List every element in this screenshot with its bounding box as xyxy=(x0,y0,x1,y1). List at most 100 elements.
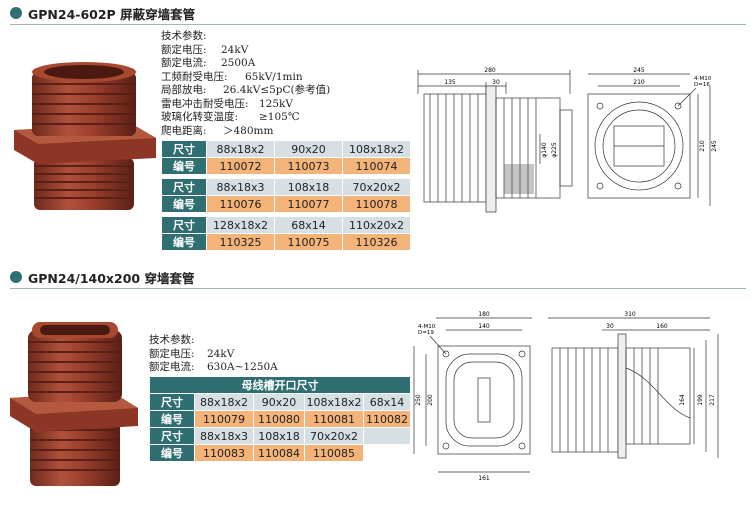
dim-label: 160 xyxy=(656,323,668,330)
section2-header: GPN24/140x200 穿墙套管 xyxy=(10,268,194,286)
section1-specs: 技术参数: 额定电压: 24kV 额定电流: 2500A 工频耐受电压: 65kV/1… xyxy=(161,30,330,138)
dim-label: 280 xyxy=(484,67,496,74)
spec-label: 玻璃化转变温度: xyxy=(161,111,239,123)
code-cell: 110084 xyxy=(253,444,305,462)
section1-title: GPN24-602P 屏蔽穿墙套管 xyxy=(28,6,196,22)
size-label: 尺寸 xyxy=(161,178,207,196)
size-cell: 70x20x2 xyxy=(342,178,411,196)
specs-title: 技术参数: xyxy=(149,334,195,346)
bullet-icon xyxy=(10,271,22,283)
size-cell: 68x14 xyxy=(274,216,343,234)
dim-label: 140 xyxy=(478,323,490,330)
code-cell: 110078 xyxy=(342,195,411,213)
code-cell: 110076 xyxy=(206,195,275,213)
size-cell: 108x18x2 xyxy=(342,140,411,158)
dim-label: φ225 xyxy=(551,142,558,158)
spec-label: 额定电压: xyxy=(161,43,207,56)
spec-label: 额定电流: xyxy=(161,57,207,69)
bullet-icon xyxy=(10,7,22,19)
code-label: 编号 xyxy=(149,444,195,462)
code-cell: 110075 xyxy=(274,233,343,251)
code-cell: 110080 xyxy=(253,410,305,428)
size-cell: 108x18x2 xyxy=(304,393,364,411)
spec-label: 额定电压: xyxy=(149,347,195,360)
size-cell: 88x18x2 xyxy=(206,140,275,158)
code-cell: 110083 xyxy=(194,444,254,462)
size-cell: 90x20 xyxy=(253,393,305,411)
product-image-gpn24-140x200 xyxy=(10,322,138,486)
code-cell: 110085 xyxy=(304,444,364,462)
size-cell xyxy=(363,427,411,445)
dim-label: 30 xyxy=(606,323,614,330)
spec-value: 630A~1250A xyxy=(207,361,278,373)
spec-label: 工频耐受电压: xyxy=(161,70,228,83)
divider xyxy=(10,24,746,25)
code-cell: 110073 xyxy=(274,157,343,175)
spec-label: 局部放电: xyxy=(161,84,207,96)
section1-code-table: 尺寸 88x18x2 90x20 108x18x2 编号 110072 1100… xyxy=(161,140,411,251)
specs-title: 技术参数: xyxy=(161,30,207,42)
size-cell: 90x20 xyxy=(274,140,343,158)
technical-drawing-front-1: 245 210 4-M10 D=16 210 245 xyxy=(587,67,718,206)
dim-label: 4-M10 xyxy=(694,76,712,82)
code-cell: 110082 xyxy=(363,410,411,428)
size-cell: 108x18 xyxy=(274,178,343,196)
dim-label: 245 xyxy=(711,140,718,152)
code-cell xyxy=(363,444,411,462)
size-cell: 68x14 xyxy=(363,393,411,411)
technical-drawing-side-2: 310 30 160 164 199 217 xyxy=(548,311,719,459)
spec-label: 额定电流: xyxy=(149,361,195,373)
code-cell: 110326 xyxy=(342,233,411,251)
size-cell: 70x20x2 xyxy=(304,427,364,445)
divider xyxy=(10,288,746,289)
dim-label: 210 xyxy=(633,79,645,86)
spec-label: 雷电冲击耐受电压: xyxy=(161,97,249,110)
dim-label: 180 xyxy=(478,311,490,318)
code-cell: 110074 xyxy=(342,157,411,175)
size-cell: 88x18x3 xyxy=(206,178,275,196)
dim-label: 250 xyxy=(415,394,422,406)
spec-value: 125kV xyxy=(259,97,293,110)
section2-specs: 技术参数: 额定电压: 24kV 额定电流: 630A~1250A xyxy=(149,334,278,375)
spec-value: 24kV xyxy=(207,347,235,360)
code-label: 编号 xyxy=(161,233,207,251)
dim-label: 30 xyxy=(492,79,500,86)
dim-label: 164 xyxy=(679,394,686,406)
technical-drawing-side-1: 280 135 30 φ140 φ225 xyxy=(417,67,573,213)
size-label: 尺寸 xyxy=(161,216,207,234)
spec-value: ＞480mm xyxy=(223,124,274,137)
technical-drawing-front-2: 180 140 4-M10 D=19 250 200 161 xyxy=(413,311,532,482)
code-label: 编号 xyxy=(161,195,207,213)
spec-value: ≥105℃ xyxy=(259,111,300,123)
section2-title: GPN24/140x200 穿墙套管 xyxy=(28,270,195,286)
dim-label: 200 xyxy=(427,394,434,406)
size-label: 尺寸 xyxy=(149,393,195,411)
dim-label: 4-M10 xyxy=(418,324,436,330)
table-header: 母线槽开口尺寸 xyxy=(149,376,411,394)
dim-label: 210 xyxy=(699,140,706,152)
section1-header: GPN24-602P 屏蔽穿墙套管 xyxy=(10,4,195,22)
code-label: 编号 xyxy=(149,410,195,428)
dim-label: 161 xyxy=(478,475,490,482)
code-cell: 110081 xyxy=(304,410,364,428)
code-cell: 110077 xyxy=(274,195,343,213)
dim-label: D=16 xyxy=(694,82,710,88)
dim-label: 199 xyxy=(697,394,704,406)
code-cell: 110325 xyxy=(206,233,275,251)
size-cell: 110x20x2 xyxy=(342,216,411,234)
size-cell: 108x18 xyxy=(253,427,305,445)
code-cell: 110079 xyxy=(194,410,254,428)
dim-label: 245 xyxy=(633,67,645,74)
spec-value: 65kV/1min xyxy=(245,70,303,83)
code-label: 编号 xyxy=(161,157,207,175)
dim-label: 310 xyxy=(624,311,636,318)
size-label: 尺寸 xyxy=(149,427,195,445)
dim-label: φ140 xyxy=(541,142,548,158)
spec-value: 24kV xyxy=(221,43,249,56)
size-label: 尺寸 xyxy=(161,140,207,158)
dim-label: D=19 xyxy=(418,330,434,336)
size-cell: 88x18x3 xyxy=(194,427,254,445)
dim-label: 135 xyxy=(444,79,456,86)
spec-value: 2500A xyxy=(221,57,256,69)
code-cell: 110072 xyxy=(206,157,275,175)
